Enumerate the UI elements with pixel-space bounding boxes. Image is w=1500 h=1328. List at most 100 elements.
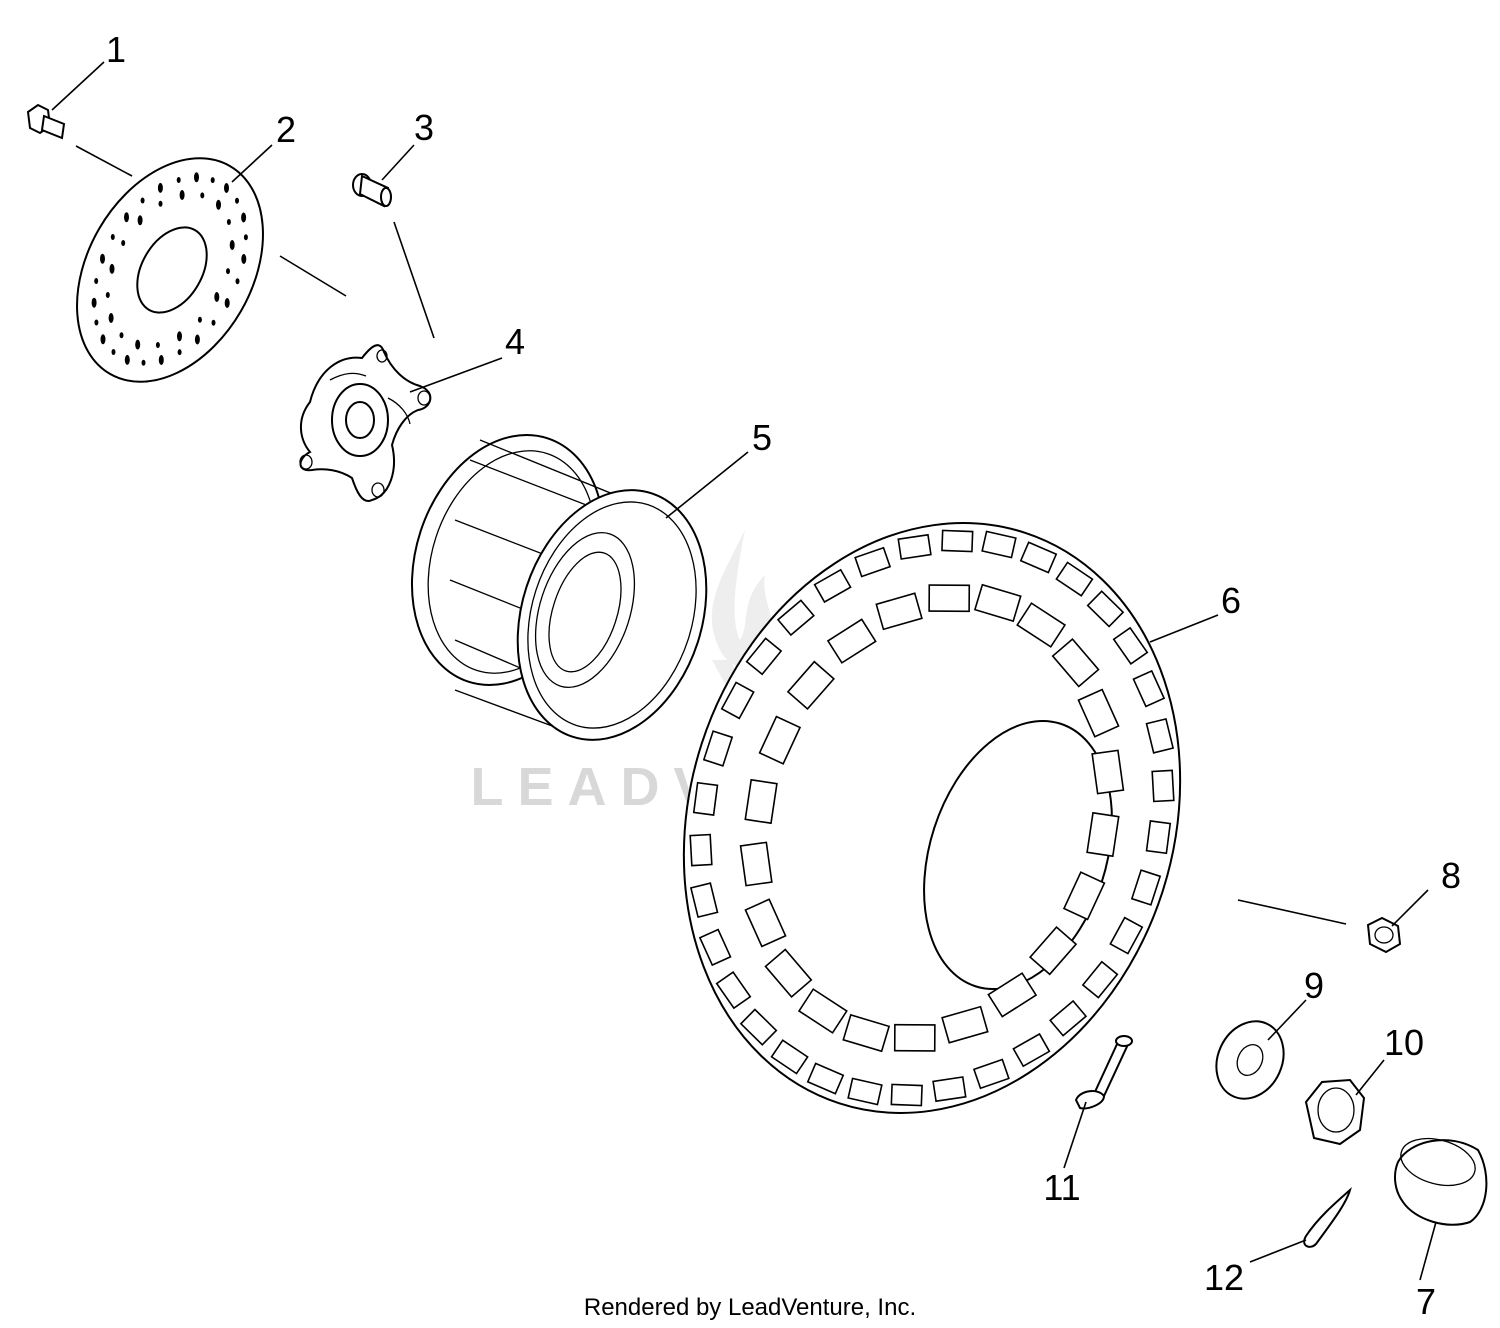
tread-lug xyxy=(744,778,778,825)
tread-lug xyxy=(973,583,1022,623)
disc-hole xyxy=(100,253,105,264)
tread-lug xyxy=(692,781,719,816)
tread-lug xyxy=(745,637,783,676)
tread-lug xyxy=(1086,590,1125,628)
tread-lug xyxy=(813,568,852,604)
callout-labels: 1 2 3 4 5 6 7 8 9 10 11 12 xyxy=(106,29,1461,1322)
tread-lug xyxy=(981,530,1017,559)
disc-hole xyxy=(177,331,182,342)
callout-3: 3 xyxy=(414,107,434,148)
part-3-stud xyxy=(352,173,435,339)
disc-hole xyxy=(108,313,114,323)
disc-hole xyxy=(200,192,205,199)
footer-credit: Rendered by LeadVenture, Inc. xyxy=(583,1294,917,1321)
callout-7: 7 xyxy=(1416,1281,1436,1322)
tread-lug xyxy=(1112,626,1149,666)
tread-lug xyxy=(770,1039,809,1075)
tread-lug xyxy=(715,970,752,1010)
disc-hole xyxy=(94,278,99,284)
part-7-cap xyxy=(1394,1137,1488,1226)
disc-hole xyxy=(214,292,220,302)
callout-5: 5 xyxy=(752,417,772,458)
tread-lug xyxy=(806,1062,845,1095)
part-2-brake-disc xyxy=(76,157,347,383)
callout-12: 12 xyxy=(1204,1257,1244,1298)
disc-hole xyxy=(226,268,230,275)
callout-9: 9 xyxy=(1304,965,1324,1006)
part-8-lug-nut xyxy=(1237,899,1402,954)
disc-hole xyxy=(197,316,202,323)
disc-hole xyxy=(177,349,182,356)
tread-lug xyxy=(890,1083,923,1107)
disc-hole xyxy=(194,334,200,345)
tread-lug xyxy=(1109,916,1144,955)
disc-hole xyxy=(124,212,129,223)
disc-hole xyxy=(121,240,126,246)
callout-4: 4 xyxy=(505,321,525,362)
tread-lug xyxy=(744,898,787,948)
tread-lug xyxy=(1019,541,1058,574)
tread-lug xyxy=(1081,960,1119,999)
tread-lug xyxy=(1029,925,1078,976)
disc-hole xyxy=(141,359,146,366)
tread-lug xyxy=(739,1008,778,1046)
disc-hole xyxy=(111,349,116,355)
disc-hole xyxy=(216,199,221,210)
disc-hole xyxy=(241,212,247,223)
disc-hole xyxy=(119,332,124,339)
part-12-cotter-pin xyxy=(1303,1187,1352,1248)
tread-lug xyxy=(842,1013,891,1053)
tread-lug xyxy=(987,972,1038,1018)
callout-10: 10 xyxy=(1384,1022,1424,1063)
tread-lug xyxy=(1132,669,1166,708)
tread-lug xyxy=(702,730,734,767)
disc-hole xyxy=(226,219,231,225)
tread-lug xyxy=(826,618,877,664)
tread-lug xyxy=(1012,1032,1051,1068)
tread-lug xyxy=(941,1005,989,1044)
part-4-hub xyxy=(299,344,432,502)
part-1-bolt xyxy=(26,103,133,177)
tread-lug xyxy=(786,660,835,711)
disc-hole xyxy=(155,342,160,348)
disc-hole xyxy=(100,334,106,345)
tread-lug xyxy=(1016,602,1067,648)
tread-lug xyxy=(720,681,755,720)
tread-lug xyxy=(1130,869,1162,906)
tread-lug xyxy=(758,715,802,765)
tread-lug xyxy=(875,592,923,631)
tread-lug xyxy=(1145,820,1172,855)
callout-2: 2 xyxy=(276,109,296,150)
tread-lug xyxy=(941,529,974,553)
callout-11: 11 xyxy=(1043,1167,1080,1208)
tread-lug xyxy=(764,948,813,998)
disc-hole xyxy=(224,298,230,308)
disc-hole xyxy=(105,292,110,298)
disc-hole xyxy=(176,177,181,183)
disc-hole xyxy=(179,190,185,200)
disc-hole xyxy=(110,234,115,240)
tread-lug xyxy=(797,988,848,1034)
part-6-tire xyxy=(682,522,1182,1114)
leader-lines xyxy=(51,61,1437,1281)
tread-lug xyxy=(1077,688,1120,738)
disc-hole xyxy=(224,183,229,193)
tread-lug xyxy=(1091,749,1125,795)
disc-hole xyxy=(235,278,240,285)
disc-hole xyxy=(158,355,164,365)
tread-lug xyxy=(928,584,971,613)
tread-lug xyxy=(1062,871,1106,921)
disc-hole xyxy=(241,254,247,264)
tread-lug xyxy=(698,928,732,967)
tread-lug xyxy=(1145,717,1175,754)
tread-lug xyxy=(897,533,932,560)
disc-hole xyxy=(135,339,141,350)
tread-lug xyxy=(1151,769,1175,803)
tread-lug xyxy=(932,1076,967,1103)
disc-hole xyxy=(229,240,235,250)
disc-hole xyxy=(235,197,239,204)
tread-lug xyxy=(1051,638,1100,688)
part-10-axle-nut xyxy=(1304,1078,1366,1146)
disc-hole xyxy=(94,319,99,326)
